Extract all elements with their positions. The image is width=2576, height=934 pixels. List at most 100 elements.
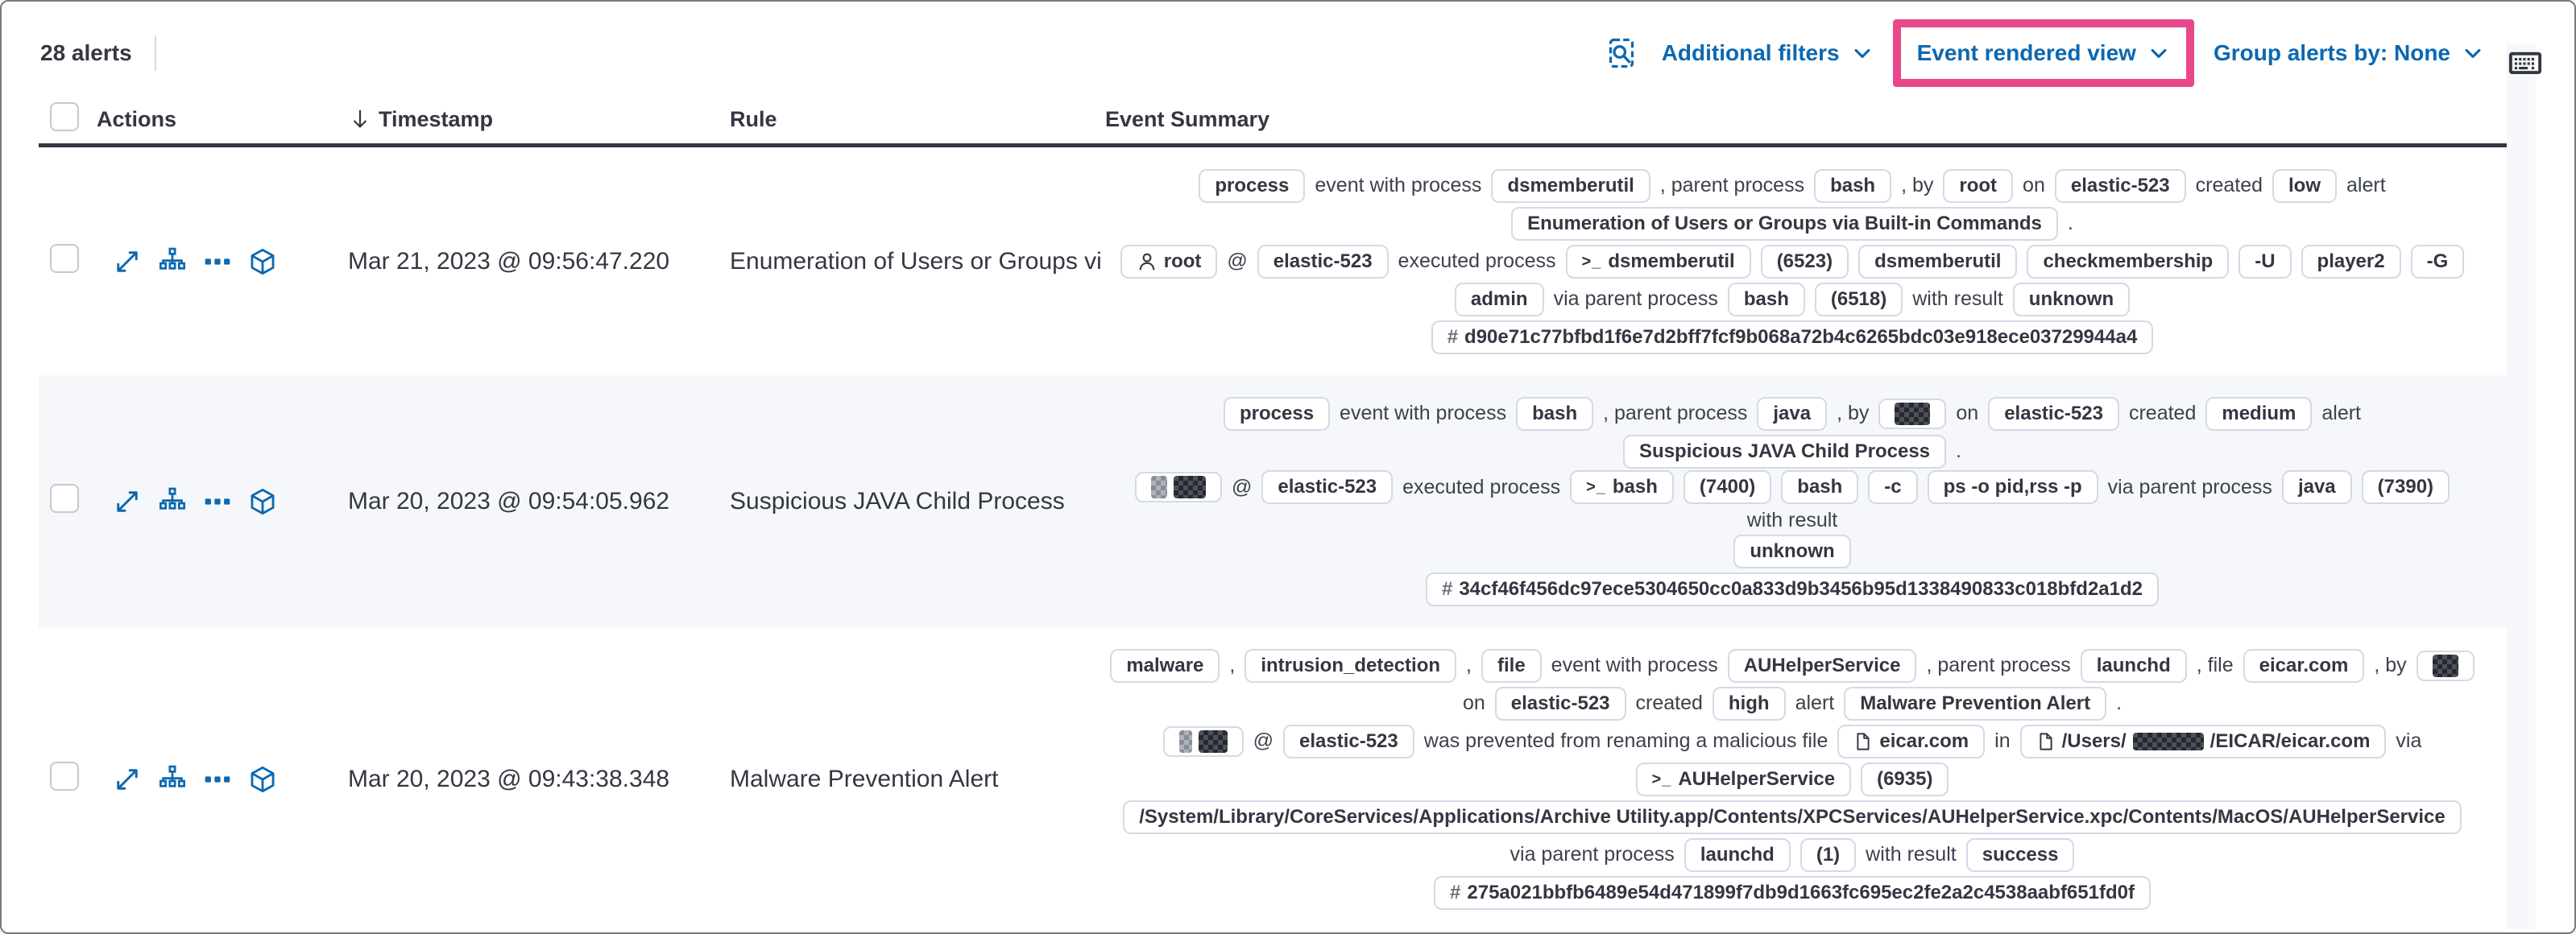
scrollbar-track[interactable] xyxy=(2507,43,2536,929)
badge-label: 275a021bbfb6489e54d471899f7db9d1663fc695… xyxy=(1467,881,2135,903)
analyze-event-button[interactable] xyxy=(158,765,187,794)
keyboard-shortcuts-button[interactable] xyxy=(2508,46,2542,80)
value-badge[interactable]: Enumeration of Users or Groups via Built… xyxy=(1511,206,2058,241)
value-badge[interactable]: elastic-523 xyxy=(1261,470,1394,504)
value-badge[interactable]: elastic-523 xyxy=(1257,244,1389,279)
file-badge[interactable]: eicar.com xyxy=(1837,724,1986,758)
value-badge[interactable]: root xyxy=(1943,168,2014,203)
value-badge[interactable]: -U xyxy=(2238,244,2292,279)
value-badge[interactable]: (6935) xyxy=(1861,762,1949,796)
value-badge[interactable]: elastic-523 xyxy=(1283,724,1414,758)
redacted-badge[interactable] xyxy=(1878,398,1947,429)
view-selector-button[interactable]: Event rendered view xyxy=(1917,40,2170,66)
value-badge[interactable]: bash xyxy=(1781,470,1859,504)
inspect-button[interactable] xyxy=(1605,37,1638,69)
hash-badge[interactable]: #34cf46f456dc97ece5304650cc0a833d9b3456b… xyxy=(1425,572,2160,606)
value-badge[interactable]: (7400) xyxy=(1683,470,1772,504)
value-badge[interactable]: dsmemberutil xyxy=(1858,244,2018,279)
value-badge[interactable]: medium xyxy=(2205,396,2313,431)
redacted-badge[interactable] xyxy=(1134,472,1222,502)
badge-label: java xyxy=(1773,402,1812,424)
value-badge[interactable]: elastic-523 xyxy=(1988,396,2119,431)
row-checkbox[interactable] xyxy=(50,761,79,791)
value-badge[interactable]: Malware Prevention Alert xyxy=(1844,686,2107,721)
value-badge[interactable]: java xyxy=(1757,396,1828,431)
value-badge[interactable]: low xyxy=(2272,168,2338,203)
value-badge[interactable]: checkmembership xyxy=(2027,244,2230,279)
hash-badge[interactable]: #275a021bbfb6489e54d471899f7db9d1663fc69… xyxy=(1434,875,2151,910)
value-badge[interactable]: Suspicious JAVA Child Process xyxy=(1623,434,1947,469)
group-alerts-button[interactable]: Group alerts by: None xyxy=(2214,40,2484,66)
event-summary-line: >_AUHelperService (6935) xyxy=(1107,760,2478,798)
value-badge[interactable]: malware xyxy=(1110,648,1220,683)
row-checkbox[interactable] xyxy=(50,483,79,513)
redacted-badge[interactable] xyxy=(2416,650,2475,681)
row-checkbox[interactable] xyxy=(50,243,79,273)
redacted-badge[interactable] xyxy=(1162,725,1244,757)
redacted-value xyxy=(1198,729,1228,753)
value-badge[interactable]: elastic-523 xyxy=(1494,686,1626,721)
rule-name-cell: Enumeration of Users or Groups via Bui xyxy=(730,247,1100,275)
terminal-badge[interactable]: >_bash xyxy=(1570,470,1674,504)
additional-filters-button[interactable]: Additional filters xyxy=(1662,40,1874,66)
value-badge[interactable]: ps -o pid,rss -p xyxy=(1927,470,2098,504)
value-badge[interactable]: bash xyxy=(1727,282,1805,316)
column-header-rule: Rule xyxy=(730,106,777,131)
value-badge[interactable]: AUHelperService xyxy=(1727,648,1917,683)
value-badge[interactable]: bash xyxy=(1814,168,1892,203)
value-badge[interactable]: (6523) xyxy=(1760,244,1849,279)
value-badge[interactable]: launchd xyxy=(1684,837,1791,872)
user-badge[interactable]: root xyxy=(1120,244,1218,279)
more-actions-icon xyxy=(203,765,232,794)
value-badge[interactable]: process xyxy=(1223,396,1331,431)
analyze-event-icon xyxy=(158,487,187,516)
summary-text: via parent process xyxy=(1553,287,1718,310)
value-badge[interactable]: -G xyxy=(2410,244,2465,279)
analyze-event-button[interactable] xyxy=(158,247,187,276)
expand-alert-button[interactable] xyxy=(113,247,142,276)
analyze-event-button[interactable] xyxy=(158,487,187,516)
session-viewer-button[interactable] xyxy=(248,765,277,794)
value-badge[interactable]: /System/Library/CoreServices/Application… xyxy=(1123,800,2462,834)
value-badge[interactable]: java xyxy=(2281,470,2352,504)
value-badge[interactable]: process xyxy=(1199,168,1306,203)
terminal-badge[interactable]: >_AUHelperService xyxy=(1635,762,1852,796)
value-badge[interactable]: unknown xyxy=(2012,282,2131,316)
value-badge[interactable]: (7390) xyxy=(2361,470,2450,504)
session-viewer-button[interactable] xyxy=(248,487,277,516)
value-badge[interactable]: unknown xyxy=(1733,534,1851,568)
value-badge[interactable]: success xyxy=(1965,837,2075,872)
value-badge[interactable]: -c xyxy=(1868,470,1918,504)
file-badge[interactable]: /Users//EICAR/eicar.com xyxy=(2019,724,2387,758)
value-badge[interactable]: (6518) xyxy=(1814,282,1903,316)
value-badge[interactable]: launchd xyxy=(2080,648,2187,683)
summary-text: @ xyxy=(1253,729,1274,752)
badge-label: root xyxy=(1163,250,1202,272)
actions-cell xyxy=(97,765,338,794)
terminal-badge[interactable]: >_dsmemberutil xyxy=(1565,244,1751,279)
value-badge[interactable]: dsmemberutil xyxy=(1491,168,1650,203)
value-badge[interactable]: admin xyxy=(1454,282,1544,316)
value-badge[interactable]: intrusion_detection xyxy=(1245,648,1457,683)
more-actions-button[interactable] xyxy=(203,765,232,794)
column-header-timestamp[interactable]: Timestamp xyxy=(338,107,720,132)
value-badge[interactable]: elastic-523 xyxy=(2054,168,2186,203)
value-badge[interactable]: high xyxy=(1712,686,1786,721)
event-summary-line: #d90e71c77bfbd1f6e7d2bff7fcf9b068a72b4c6… xyxy=(1107,318,2478,356)
more-actions-button[interactable] xyxy=(203,487,232,516)
hash-badge[interactable]: #d90e71c77bfbd1f6e7d2bff7fcf9b068a72b4c6… xyxy=(1431,320,2154,354)
select-all-checkbox[interactable] xyxy=(50,101,79,131)
value-badge[interactable]: file xyxy=(1481,648,1542,683)
more-actions-button[interactable] xyxy=(203,247,232,276)
value-badge[interactable]: eicar.com xyxy=(2243,648,2365,683)
expand-alert-button[interactable] xyxy=(113,765,142,794)
expand-alert-button[interactable] xyxy=(113,487,142,516)
session-viewer-button[interactable] xyxy=(248,247,277,276)
summary-text: , xyxy=(1466,654,1472,676)
value-badge[interactable]: player2 xyxy=(2301,244,2401,279)
value-badge[interactable]: (1) xyxy=(1799,837,1857,872)
badge-label: bash xyxy=(1532,402,1578,424)
highlight-annotation: Event rendered view xyxy=(1892,19,2194,87)
value-badge[interactable]: bash xyxy=(1516,396,1594,431)
